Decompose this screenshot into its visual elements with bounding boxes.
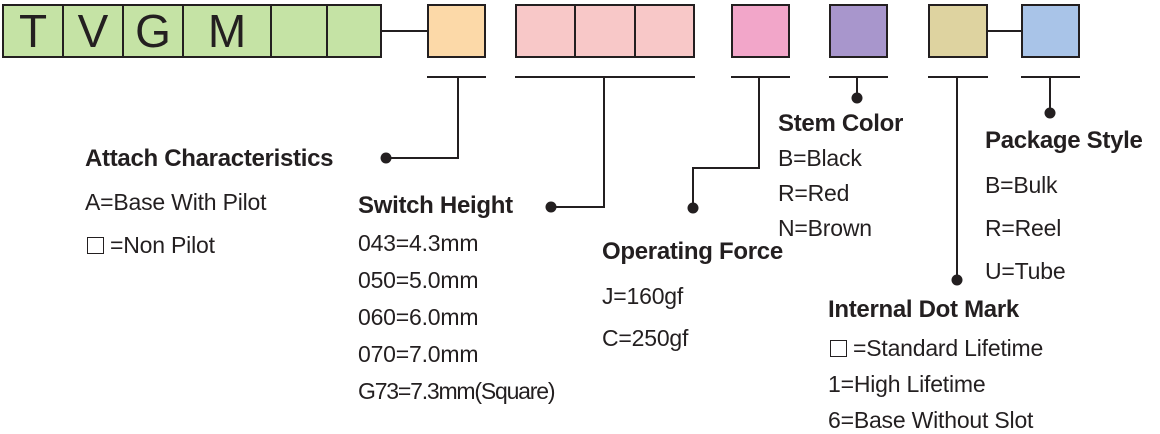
dot-box bbox=[928, 4, 988, 58]
stem-box bbox=[829, 4, 888, 58]
height-option-050: 050=5.0mm bbox=[358, 267, 479, 293]
code-letter: M bbox=[207, 5, 247, 57]
leader-force bbox=[692, 77, 760, 208]
stem-option-black: B=Black bbox=[778, 145, 862, 171]
leader-height bbox=[551, 77, 605, 208]
code-box-letter-1: T bbox=[2, 4, 64, 58]
height-option-070: 070=7.0mm bbox=[358, 341, 479, 367]
height-box-3 bbox=[634, 4, 695, 58]
code-box-letter-2: V bbox=[62, 4, 124, 58]
package-option-tube: U=Tube bbox=[985, 258, 1066, 284]
blank-square-icon bbox=[87, 237, 104, 254]
height-box-2 bbox=[574, 4, 636, 58]
code-letter: T bbox=[18, 5, 48, 57]
leader-dot-force bbox=[687, 202, 699, 214]
attach-box bbox=[427, 4, 486, 58]
dot-option-high: 1=High Lifetime bbox=[828, 371, 986, 397]
height-title: Switch Height bbox=[358, 192, 513, 219]
force-option-c: C=250gf bbox=[602, 325, 689, 351]
leader-dot-package bbox=[1044, 107, 1056, 119]
code-letter: G bbox=[135, 5, 171, 57]
package-title: Package Style bbox=[985, 127, 1143, 154]
attach-title: Attach Characteristics bbox=[85, 145, 334, 172]
leader-dot-attach bbox=[380, 152, 392, 164]
force-option-j: J=160gf bbox=[602, 283, 684, 309]
code-box-letter-4: M bbox=[182, 4, 272, 58]
stem-title: Stem Color bbox=[778, 110, 904, 137]
force-title: Operating Force bbox=[602, 238, 783, 265]
dot-title: Internal Dot Mark bbox=[828, 296, 1019, 323]
code-box-blank-2 bbox=[326, 4, 382, 58]
attach-option-blank-label: =Non Pilot bbox=[110, 232, 215, 258]
dot-group bbox=[380, 92, 1056, 286]
dot-option-base: 6=Base Without Slot bbox=[828, 407, 1034, 433]
height-option-060: 060=6.0mm bbox=[358, 304, 479, 330]
package-option-bulk: B=Bulk bbox=[985, 172, 1058, 198]
package-box bbox=[1021, 4, 1080, 58]
blank-square-icon bbox=[830, 340, 847, 357]
leader-dot-internal bbox=[951, 274, 963, 286]
stem-option-brown: N=Brown bbox=[778, 215, 872, 241]
attach-option-a: A=Base With Pilot bbox=[85, 189, 267, 215]
code-box-blank-1 bbox=[270, 4, 328, 58]
leader-dot-height bbox=[545, 201, 557, 213]
dot-option-standard: =Standard Lifetime bbox=[830, 334, 1043, 362]
leader-dot-stem bbox=[851, 92, 863, 104]
attach-option-blank: =Non Pilot bbox=[87, 231, 215, 259]
code-letter: V bbox=[77, 5, 109, 57]
dot-option-standard-label: =Standard Lifetime bbox=[853, 335, 1044, 361]
height-option-043: 043=4.3mm bbox=[358, 230, 479, 256]
height-option-g73: G73=7.3mm(Square) bbox=[358, 378, 555, 404]
package-option-reel: R=Reel bbox=[985, 215, 1062, 241]
stem-option-red: R=Red bbox=[778, 180, 850, 206]
force-box bbox=[731, 4, 790, 58]
wire-group bbox=[382, 30, 1080, 280]
leader-attach bbox=[386, 77, 459, 159]
